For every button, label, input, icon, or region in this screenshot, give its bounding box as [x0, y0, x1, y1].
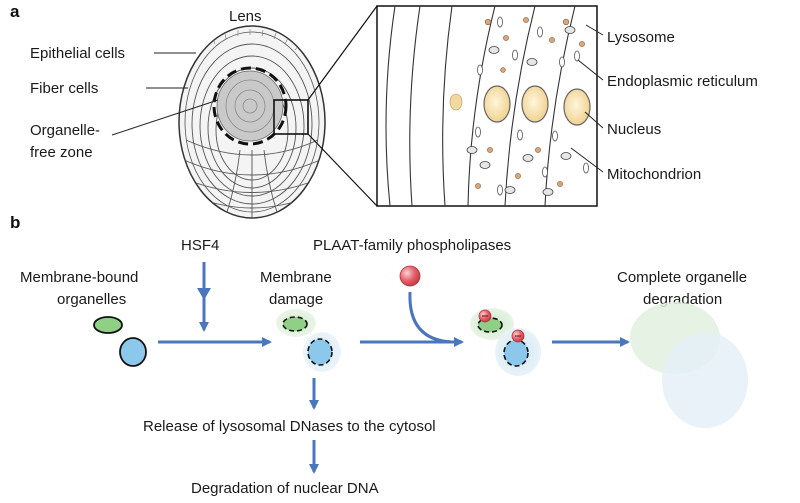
zoom-panel [376, 5, 598, 207]
zoom-leader-lines [570, 24, 604, 173]
label-mitochondrion: Mitochondrion [607, 166, 701, 183]
label-epithelial-cells: Epithelial cells [30, 45, 125, 62]
label-dna-degradation: Degradation of nuclear DNA [191, 480, 379, 497]
stage-intact-organelles [93, 316, 147, 367]
panel-b-letter: b [10, 213, 20, 232]
label-complete-degradation-line1: Complete organelle [617, 269, 747, 286]
label-membrane-bound-line1: Membrane-bound [20, 269, 138, 286]
label-release-dnases: Release of lysosomal DNases to the cytos… [143, 418, 436, 435]
label-organelle-free-line2: free zone [30, 144, 93, 161]
nucleus-2 [521, 85, 549, 123]
lens-title: Lens [229, 8, 262, 25]
er-ovals [475, 16, 589, 196]
nucleus-3 [563, 88, 591, 126]
fiber-cell-rings [183, 43, 321, 218]
panel-a-letter: a [10, 2, 20, 21]
zoom-line-bottom [307, 133, 378, 207]
stage-complete-degradation [630, 302, 748, 428]
nucleus-small [449, 93, 463, 111]
label-endoplasmic-reticulum: Endoplasmic reticulum [607, 73, 758, 90]
lysosome-dots [475, 17, 585, 189]
label-lysosome: Lysosome [607, 29, 675, 46]
label-membrane-bound-line2: organelles [57, 291, 126, 308]
label-plaat: PLAAT-family phospholipases [313, 237, 511, 254]
stage-plaat-attack [470, 308, 541, 376]
zoom-selection-box [273, 99, 309, 135]
zoom-line-top [307, 5, 378, 101]
label-hsf4: HSF4 [181, 237, 219, 254]
nucleus-1 [483, 85, 511, 123]
label-fiber-cells: Fiber cells [30, 80, 98, 97]
plaat-sphere [399, 265, 421, 287]
label-organelle-free-line1: Organelle- [30, 122, 100, 139]
ofz-dashed-border [212, 66, 288, 146]
label-nucleus: Nucleus [607, 121, 661, 138]
stage-membrane-damage [276, 309, 341, 372]
label-membrane-damage-line1: Membrane [260, 269, 332, 286]
blue-organelle [119, 337, 147, 367]
label-membrane-damage-line2: damage [269, 291, 323, 308]
mitochondria [466, 26, 576, 196]
green-organelle [93, 316, 123, 334]
plaat-curved-arrow [408, 291, 453, 344]
lens-leader-lines [111, 52, 219, 136]
lens-illustration [178, 25, 326, 219]
organelle-free-zone [216, 70, 284, 142]
hsf4-arrow-mid-head [197, 288, 211, 300]
